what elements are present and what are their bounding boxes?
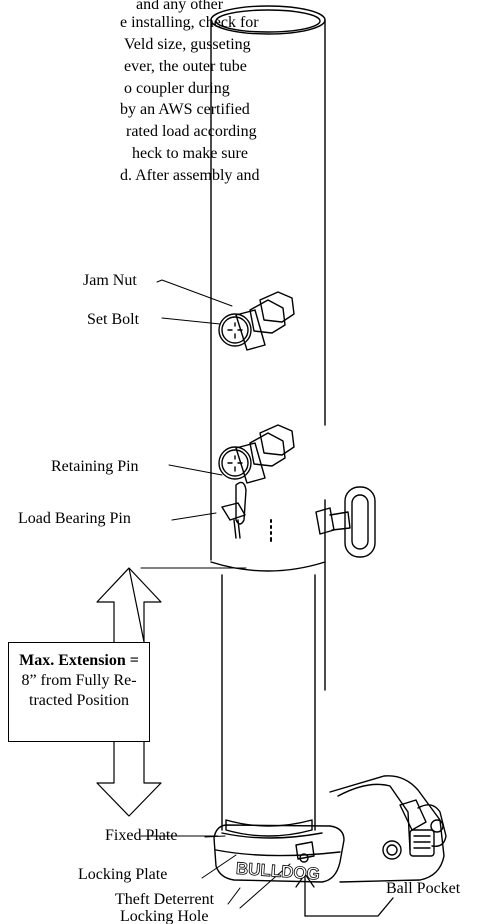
- set-bolt-lower: [218, 424, 295, 484]
- ball-pocket-label: Ball Pocket: [386, 880, 461, 897]
- max-extension-line: 8” from Fully Re-: [21, 672, 137, 689]
- paragraph-line: heck to make sure: [132, 145, 248, 162]
- side-ring-handle: [315, 486, 376, 558]
- load-bearing-pin: [221, 481, 247, 539]
- extension-marker-lines: [140, 567, 247, 837]
- set-bolt-upper: [218, 291, 295, 351]
- base-assembly: [213, 775, 447, 883]
- max-extension-arrow: [96, 567, 162, 817]
- max-extension-title: Max. Extension =: [19, 652, 139, 669]
- jam-nut-label: Jam Nut: [83, 272, 137, 289]
- locking-hole-label: Locking Hole: [120, 908, 209, 924]
- ball-pocket-arrow: [295, 873, 394, 917]
- paragraph-line: ever, the outer tube: [124, 58, 247, 75]
- max-extension-line: tracted Position: [29, 692, 129, 709]
- max-extension-box: Max. Extension = 8” from Fully Re- tract…: [8, 642, 150, 742]
- outer-tube: [210, 5, 326, 691]
- leader-lines: [156, 279, 291, 909]
- paragraph-line: and any other: [136, 0, 224, 13]
- set-bolt-label: Set Bolt: [87, 311, 140, 328]
- paragraph-line: d. After assembly and: [120, 167, 260, 184]
- locking-plate-label: Locking Plate: [78, 866, 168, 883]
- retaining-pin-label: Retaining Pin: [51, 458, 139, 475]
- paragraph-line: rated load according: [126, 123, 257, 140]
- paragraph-line: by an AWS certified: [120, 101, 250, 118]
- paragraph-line: Veld size, gusseting: [124, 36, 251, 53]
- paragraph-line: o coupler during: [124, 80, 230, 97]
- fixed-plate-label: Fixed Plate: [105, 827, 178, 844]
- inner-tube: [221, 574, 316, 831]
- load-bearing-pin-label: Load Bearing Pin: [18, 510, 131, 527]
- theft-deterrent-label: Theft Deterrent: [115, 891, 215, 908]
